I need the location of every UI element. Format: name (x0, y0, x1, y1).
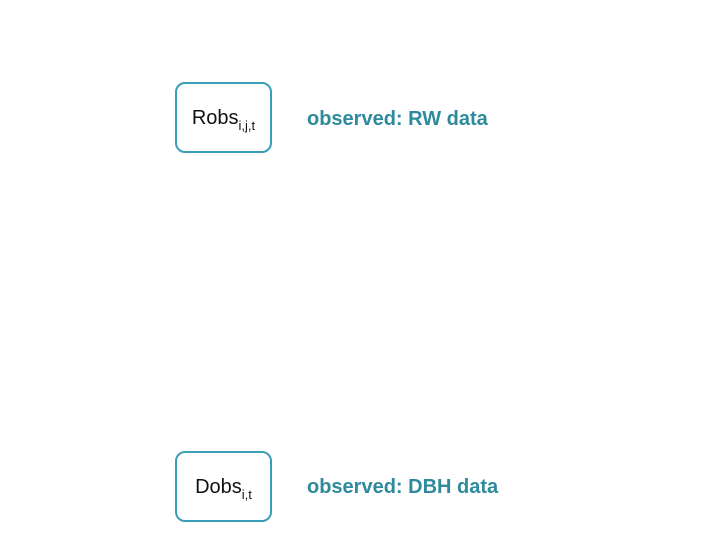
robs-node: Robsi,j,t (175, 82, 272, 153)
rw-data-annotation: observed: RW data (307, 108, 488, 130)
dobs-node-label: Dobsi,t (195, 475, 252, 502)
dbh-data-annotation: observed: DBH data (307, 476, 499, 498)
robs-node-subscript: i,j,t (238, 117, 256, 133)
robs-node-label: Robsi,j,t (191, 106, 256, 133)
dobs-node-subscript: i,t (241, 486, 252, 502)
dobs-node: Dobsi,t (175, 451, 272, 522)
